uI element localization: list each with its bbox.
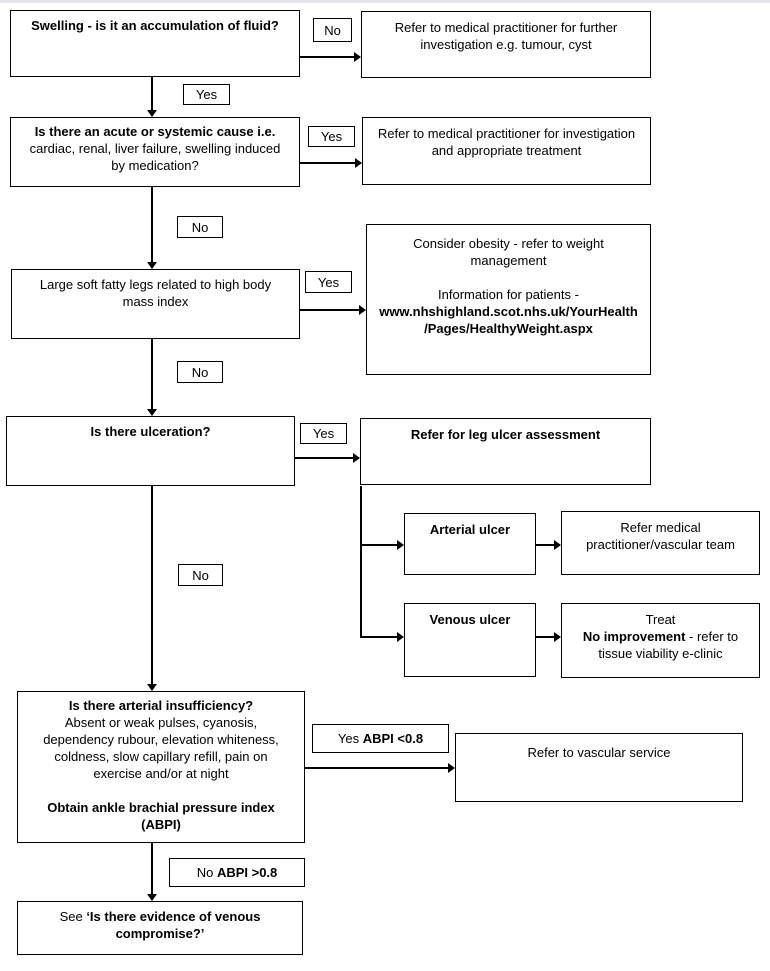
- outcome-box-refer-vascular-team: Refer medical practitioner/vascular team: [561, 511, 760, 575]
- outcome-text-line: and appropriate treatment: [431, 143, 582, 158]
- arrow-right-icon: [448, 763, 455, 773]
- arrow-right-icon: [397, 632, 404, 642]
- decision-text-line: exercise and/or at night: [93, 766, 229, 781]
- connector-horizontal: [300, 56, 354, 58]
- decision-title: Is there an acute or systemic cause i.e.: [34, 124, 276, 139]
- outcome-box-refer-further-investigation: Refer to medical practitioner for furthe…: [361, 11, 651, 78]
- label-yes-3: Yes: [305, 271, 352, 293]
- node-box-venous-ulcer: Venous ulcer: [404, 603, 536, 677]
- arrow-right-icon: [355, 158, 362, 168]
- decision-title: Is there ulceration?: [90, 424, 211, 439]
- connector-horizontal: [360, 636, 397, 638]
- outcome-text-line: Refer medical: [620, 520, 701, 535]
- patient-info-url: www.nhshighland.scot.nhs.uk/YourHealth: [379, 304, 638, 319]
- arrow-down-icon: [147, 409, 157, 416]
- outcome-box-consider-obesity: Consider obesity - refer to weight manag…: [366, 224, 651, 375]
- outcome-box-refer-investigation-treatment: Refer to medical practitioner for invest…: [362, 117, 651, 185]
- connector-horizontal: [305, 767, 448, 769]
- connector-horizontal: [536, 636, 554, 638]
- decision-text-line: Large soft fatty legs related to high bo…: [39, 277, 272, 292]
- patient-info-url: /Pages/HealthyWeight.aspx: [424, 321, 593, 336]
- outcome-text-line: See ‘Is there evidence of venous: [18, 908, 302, 925]
- reference-title: ‘Is there evidence of venous: [86, 909, 261, 924]
- outcome-text-line: Refer to medical practitioner for invest…: [377, 126, 636, 141]
- label-yes-abpi: Yes ABPI <0.8: [312, 724, 449, 753]
- arrow-down-icon: [147, 110, 157, 117]
- connector-vertical: [151, 843, 153, 894]
- arrow-right-icon: [554, 540, 561, 550]
- outcome-box-see-venous-compromise: See ‘Is there evidence of venous comprom…: [17, 901, 303, 955]
- connector-vertical: [360, 486, 362, 638]
- connector-horizontal: [300, 309, 359, 311]
- outcome-text-line: Refer to medical practitioner for furthe…: [394, 20, 618, 35]
- label-abpi-value: ABPI <0.8: [362, 731, 424, 746]
- arrow-down-icon: [147, 262, 157, 269]
- decision-box-swelling: Swelling - is it an accumulation of flui…: [10, 10, 300, 77]
- connector-horizontal: [300, 162, 355, 164]
- emphasis-text: No improvement: [582, 629, 686, 644]
- label-no-2: No: [177, 216, 223, 238]
- connector-horizontal: [360, 544, 397, 546]
- connector-vertical: [151, 187, 153, 262]
- arrow-down-icon: [147, 894, 157, 901]
- node-box-arterial-ulcer: Arterial ulcer: [404, 513, 536, 575]
- decision-text-line: Absent or weak pulses, cyanosis,: [64, 715, 258, 730]
- outcome-text-line: practitioner/vascular team: [586, 537, 735, 552]
- connector-horizontal: [295, 457, 353, 459]
- window-top-strip: [0, 0, 770, 3]
- decision-text-line: coldness, slow capillary refill, pain on: [54, 749, 268, 764]
- label-no-3: No: [177, 361, 223, 383]
- label-no-abpi: No ABPI >0.8: [169, 858, 305, 887]
- arrow-right-icon: [359, 305, 366, 315]
- arrow-right-icon: [554, 632, 561, 642]
- decision-text-line: mass index: [122, 294, 189, 309]
- arrow-right-icon: [397, 540, 404, 550]
- decision-box-arterial-insufficiency: Is there arterial insufficiency? Absent …: [17, 691, 305, 843]
- reference-title: compromise?’: [115, 926, 205, 941]
- label-no-1: No: [313, 18, 352, 42]
- outcome-box-refer-vascular-service: Refer to vascular service: [455, 733, 743, 802]
- outcome-box-treat-tissue-viability: Treat No improvement - refer to tissue v…: [561, 603, 760, 678]
- decision-instruction: (ABPI): [141, 817, 181, 832]
- decision-box-swelling-text: Swelling - is it an accumulation of flui…: [31, 18, 279, 33]
- outcome-text-line: management: [470, 253, 547, 268]
- decision-text-line: by medication?: [111, 158, 199, 173]
- decision-box-ulceration: Is there ulceration?: [6, 416, 295, 486]
- blank-line: [18, 782, 304, 799]
- outcome-title: Refer for leg ulcer assessment: [410, 427, 601, 442]
- blank-line: [367, 269, 650, 286]
- label-text: No: [196, 865, 217, 880]
- decision-title: Is there arterial insufficiency?: [68, 698, 254, 713]
- outcome-text-line: No improvement - refer to: [562, 628, 759, 645]
- label-yes-4: Yes: [300, 423, 347, 444]
- node-title: Arterial ulcer: [429, 522, 511, 537]
- decision-text-line: dependency rubour, elevation whiteness,: [43, 732, 279, 747]
- decision-box-acute-systemic-cause: Is there an acute or systemic cause i.e.…: [10, 117, 300, 187]
- connector-vertical: [151, 77, 153, 110]
- decision-box-fatty-legs-bmi: Large soft fatty legs related to high bo…: [11, 269, 300, 339]
- connector-vertical: [151, 339, 153, 409]
- outcome-text-line: Information for patients -: [438, 287, 579, 302]
- outcome-text: - refer to: [685, 629, 739, 644]
- node-title: Venous ulcer: [429, 612, 511, 627]
- arrow-right-icon: [353, 453, 360, 463]
- label-no-4: No: [178, 564, 223, 586]
- connector-horizontal: [536, 544, 554, 546]
- label-yes-2: Yes: [308, 126, 355, 147]
- outcome-text-line: investigation e.g. tumour, cyst: [420, 37, 592, 52]
- outcome-title: Refer to vascular service: [527, 745, 671, 760]
- outcome-text: See: [59, 909, 87, 924]
- outcome-text-line: Consider obesity - refer to weight: [413, 236, 604, 251]
- label-text: Yes: [337, 731, 363, 746]
- connector-vertical: [151, 486, 153, 684]
- label-yes-1: Yes: [183, 84, 230, 105]
- outcome-text-line: Treat: [645, 612, 676, 627]
- outcome-box-leg-ulcer-assessment: Refer for leg ulcer assessment: [360, 418, 651, 485]
- decision-instruction: Obtain ankle brachial pressure index: [47, 800, 275, 815]
- label-abpi-value: ABPI >0.8: [216, 865, 278, 880]
- arrow-down-icon: [147, 684, 157, 691]
- decision-text-line: cardiac, renal, liver failure, swelling …: [29, 141, 281, 156]
- arrow-right-icon: [354, 52, 361, 62]
- outcome-text-line: tissue viability e-clinic: [598, 646, 723, 661]
